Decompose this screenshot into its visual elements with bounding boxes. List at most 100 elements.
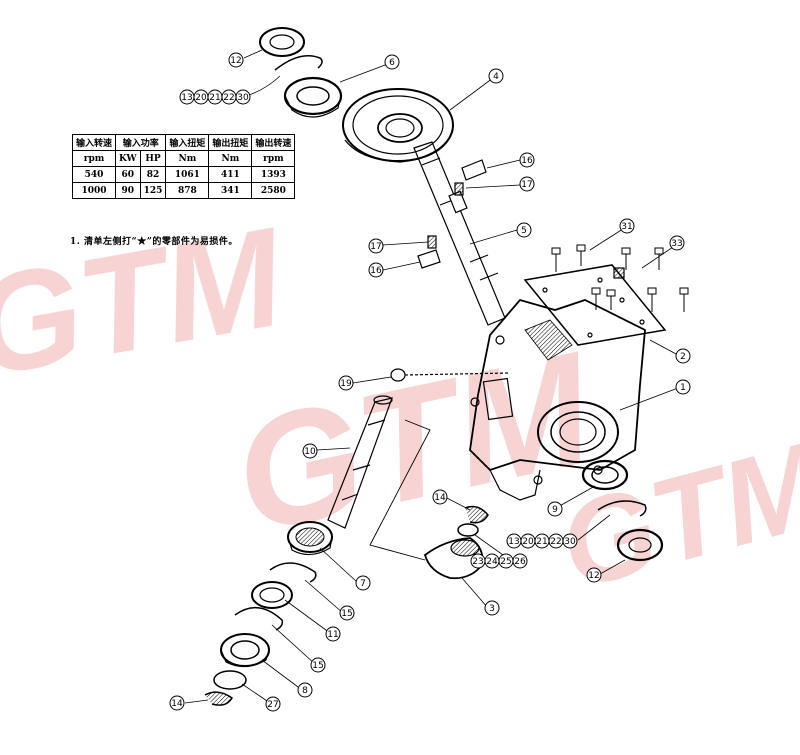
callout-12-top: 12 — [228, 52, 244, 68]
svg-text:6: 6 — [389, 58, 395, 68]
svg-text:8: 8 — [302, 686, 308, 696]
part-7-bearing — [287, 521, 333, 556]
svg-text:33: 33 — [671, 239, 682, 249]
callout-11: 11 — [325, 626, 341, 642]
part-15-circlip-lower — [234, 606, 284, 631]
callout-17-upper: 17 — [519, 176, 535, 192]
svg-text:14: 14 — [434, 493, 446, 503]
part-15-circlip-upper — [269, 562, 317, 583]
svg-text:26: 26 — [514, 557, 526, 567]
svg-text:9: 9 — [552, 505, 558, 515]
svg-text:17: 17 — [370, 242, 381, 252]
part-13-top-circlip — [274, 55, 323, 71]
callout-17-lower: 17 — [368, 238, 384, 254]
part-10-output-shaft — [327, 395, 393, 529]
part-27-snap-ring — [213, 670, 247, 690]
svg-text:27: 27 — [267, 700, 278, 710]
svg-text:12: 12 — [588, 571, 599, 581]
svg-text:24: 24 — [486, 557, 498, 567]
part-2-cover-plate — [523, 264, 667, 346]
callout-1: 1 — [675, 379, 691, 395]
part-8-bearing — [220, 633, 270, 668]
part-11-seal — [251, 581, 293, 609]
part-19-drain-plug — [390, 368, 509, 382]
callout-6: 6 — [384, 54, 400, 70]
callout-5: 5 — [516, 222, 532, 238]
svg-text:16: 16 — [370, 266, 382, 276]
part-31-bolts — [551, 244, 689, 312]
svg-text:7: 7 — [360, 579, 366, 589]
svg-text:21: 21 — [536, 537, 547, 547]
svg-text:25: 25 — [500, 557, 511, 567]
svg-text:12: 12 — [230, 56, 241, 66]
callout-9: 9 — [547, 501, 563, 517]
svg-text:13: 13 — [508, 537, 519, 547]
callout-19: 19 — [338, 375, 354, 391]
callout-2: 2 — [675, 348, 691, 364]
svg-text:20: 20 — [195, 93, 207, 103]
svg-text:15: 15 — [312, 661, 323, 671]
spec-table: 输入转速 输入功率 输入扭矩 输出扭矩 输出转速 rpm KW HP Nm Nm… — [72, 134, 296, 199]
svg-text:22: 22 — [550, 537, 561, 547]
svg-text:20: 20 — [522, 537, 534, 547]
svg-text:2: 2 — [680, 352, 686, 362]
callout-33: 33 — [669, 235, 685, 251]
part-6-top-bearing — [283, 76, 343, 118]
part-16-key-upper — [461, 159, 487, 181]
part-14-circlip-upper — [464, 505, 489, 524]
callout-8: 8 — [297, 682, 313, 698]
svg-text:5: 5 — [521, 226, 527, 236]
part-9-bearing-right — [581, 459, 629, 491]
svg-text:15: 15 — [341, 609, 352, 619]
part-17-key-lower — [427, 235, 437, 249]
svg-text:4: 4 — [493, 72, 499, 82]
part-33-vent-plug — [613, 267, 625, 279]
callout-10: 10 — [302, 443, 318, 459]
svg-text:31: 31 — [621, 222, 632, 232]
spec-row: 1000 90 125 878 341 2580 — [72, 182, 296, 199]
callout-27: 27 — [265, 696, 281, 712]
svg-text:21: 21 — [209, 93, 220, 103]
part-23-26-washers — [457, 523, 479, 537]
svg-text:30: 30 — [237, 93, 249, 103]
spec-cell: 878 — [165, 182, 210, 199]
svg-text:19: 19 — [340, 379, 352, 389]
callouts: 12 13 20 21 22 30 6 4 16 17 5 17 16 31 3… — [169, 52, 691, 712]
svg-text:11: 11 — [327, 630, 338, 640]
leader-lines — [184, 49, 679, 704]
svg-text:13: 13 — [181, 93, 192, 103]
svg-text:30: 30 — [564, 537, 576, 547]
assembly-guide-line — [369, 419, 431, 561]
callout-14-bottom: 14 — [169, 695, 185, 711]
part-12-seal-right — [616, 528, 664, 562]
part-4-flange — [342, 88, 454, 163]
svg-text:1: 1 — [680, 383, 686, 393]
spec-row: 540 60 82 1061 411 1393 — [72, 166, 296, 183]
svg-text:14: 14 — [171, 699, 183, 709]
part-16-key-lower — [417, 249, 441, 269]
part-12-top-seal — [259, 27, 305, 57]
callout-group-washers: 23 24 25 26 — [470, 553, 528, 569]
part-5-input-shaft — [413, 141, 506, 326]
callout-14-upper: 14 — [432, 489, 448, 505]
callout-12-right: 12 — [586, 567, 602, 583]
svg-text:17: 17 — [521, 180, 532, 190]
callout-16-lower: 16 — [368, 262, 384, 278]
svg-text:10: 10 — [304, 447, 316, 457]
part-13-circlip-right — [597, 500, 647, 517]
callout-31: 31 — [619, 218, 635, 234]
callout-3: 3 — [484, 600, 500, 616]
spec-cell: 1000 — [72, 182, 116, 199]
spec-unit-row: rpm KW HP Nm Nm rpm — [72, 150, 296, 167]
svg-text:23: 23 — [472, 557, 483, 567]
callout-7: 7 — [355, 575, 371, 591]
callout-4: 4 — [488, 68, 504, 84]
part-17-key-upper — [454, 182, 464, 196]
callout-group-right: 13 20 21 22 30 — [506, 533, 578, 549]
callout-16-upper: 16 — [519, 152, 535, 168]
callout-group-top: 13 20 21 22 30 — [179, 89, 251, 105]
callout-15-upper: 15 — [339, 605, 355, 621]
vulnerable-parts-note: 1. 清单左侧打“★”的零部件为易损件。 — [70, 237, 238, 247]
